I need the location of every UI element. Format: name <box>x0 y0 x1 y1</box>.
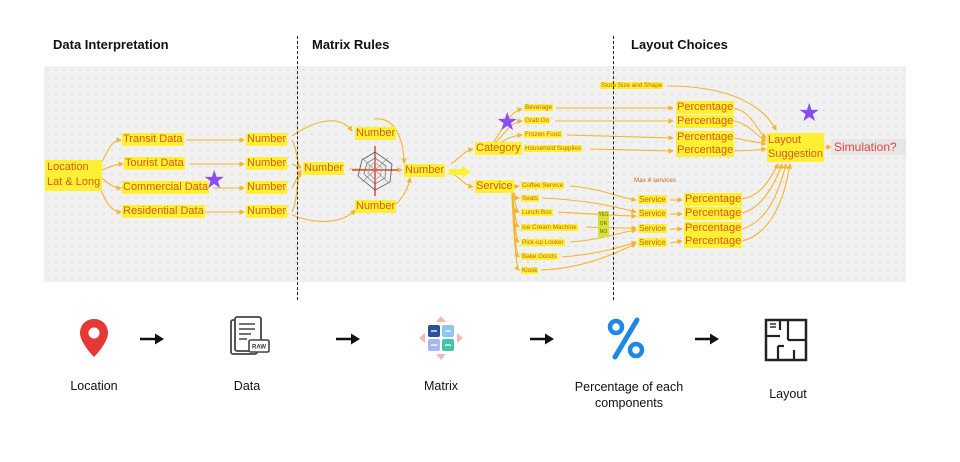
store-size-shape-note: Store Size and Shape <box>600 82 664 90</box>
matrix-output-arrow-icon <box>449 166 471 178</box>
service-slot: Service <box>638 195 667 205</box>
service-slot: Service <box>638 238 667 248</box>
percentage-node: Percentage <box>684 193 743 206</box>
number-node: Number <box>246 133 288 146</box>
percentage-node: Percentage <box>684 235 743 248</box>
section-title-layout-choices: Layout Choices <box>631 37 728 52</box>
right-arrow-icon <box>140 333 164 345</box>
right-arrow-icon <box>530 333 554 345</box>
layout-suggestion-node: Layout Suggestion <box>767 133 825 162</box>
source-transit-data: Transit Data <box>122 133 184 146</box>
map-pin-icon <box>80 319 108 357</box>
category-item-household-supplies: Household Supplies <box>524 145 583 153</box>
percentage-node: Percentage <box>676 144 735 157</box>
service-item-kiosk: Kiosk <box>521 267 539 275</box>
or-label: OR <box>599 220 608 227</box>
number-node: Number <box>246 205 288 218</box>
step-label-location: Location <box>70 379 118 393</box>
matrix-number-left: Number <box>303 162 345 175</box>
percentage-node: Percentage <box>676 101 735 114</box>
section-title-data-interpretation: Data Interpretation <box>53 37 169 52</box>
category-node: Category <box>475 142 522 155</box>
matrix-number-top: Number <box>355 127 397 140</box>
svg-text:RAW: RAW <box>252 345 266 351</box>
step-label-data: Data <box>233 379 261 393</box>
star-icon: ★ <box>798 99 821 127</box>
percentage-node: Percentage <box>684 222 743 235</box>
category-item-beverage: Beverage <box>524 104 553 112</box>
step-label-layout: Layout <box>769 387 807 401</box>
section-divider <box>613 36 614 300</box>
matrix-grid-icon <box>419 316 463 360</box>
service-slot: Service <box>638 224 667 234</box>
whiteboard-canvas <box>44 66 906 282</box>
section-title-matrix-rules: Matrix Rules <box>312 37 390 52</box>
layout-suggestion-line1: Layout <box>768 134 802 146</box>
star-icon: ★ <box>203 166 226 194</box>
service-item-lunch-box: Lunch Box <box>521 209 553 217</box>
location-node-line2: Lat & Long <box>47 176 101 189</box>
percent-icon <box>607 317 645 360</box>
yes-label: YES <box>598 212 609 218</box>
location-node-line1: Location <box>47 161 89 173</box>
source-tourist-data: Tourist Data <box>124 157 185 170</box>
right-arrow-icon <box>695 333 719 345</box>
source-commercial-data: Commercial Data <box>122 181 209 194</box>
category-item-frozen-food: Frozen Food <box>524 131 562 139</box>
layout-suggestion-line2: Suggestion <box>768 148 824 161</box>
location-node: Location Lat & Long <box>45 160 103 191</box>
percentage-node: Percentage <box>676 131 735 144</box>
right-arrow-icon <box>336 333 360 345</box>
matrix-number-right: Number <box>404 164 446 177</box>
service-item-pick-up-locker: Pick-up Locker <box>521 239 565 247</box>
no-label: NO <box>599 229 608 236</box>
percentage-node: Percentage <box>676 115 735 128</box>
max-services-note: Max 4 services <box>634 177 676 184</box>
number-node: Number <box>246 157 288 170</box>
category-item-grab-go: Grab Go <box>524 117 551 125</box>
raw-document-icon: RAW <box>230 316 270 355</box>
yes-no-toggle: YES OR NO <box>598 211 609 237</box>
service-item-coffee-service: Coffee Service <box>521 182 565 190</box>
section-divider <box>297 36 298 300</box>
step-label-percentage: Percentage of each components <box>574 380 684 411</box>
service-node: Service <box>475 180 514 193</box>
service-item-ice-cream-machine: Ice Cream Machine <box>521 224 578 232</box>
star-icon: ★ <box>496 108 519 136</box>
simulation-node: Simulation? <box>831 139 906 155</box>
service-item-seats: Seats <box>521 195 540 203</box>
percentage-node: Percentage <box>684 207 743 220</box>
floor-plan-icon <box>764 318 808 362</box>
matrix-number-bottom: Number <box>355 200 397 213</box>
number-node: Number <box>246 181 288 194</box>
service-item-bake-goods: Bake Goods <box>521 253 558 261</box>
source-residential-data: Residential Data <box>122 205 205 218</box>
service-slot: Service <box>638 209 667 219</box>
step-label-matrix: Matrix <box>423 379 459 393</box>
